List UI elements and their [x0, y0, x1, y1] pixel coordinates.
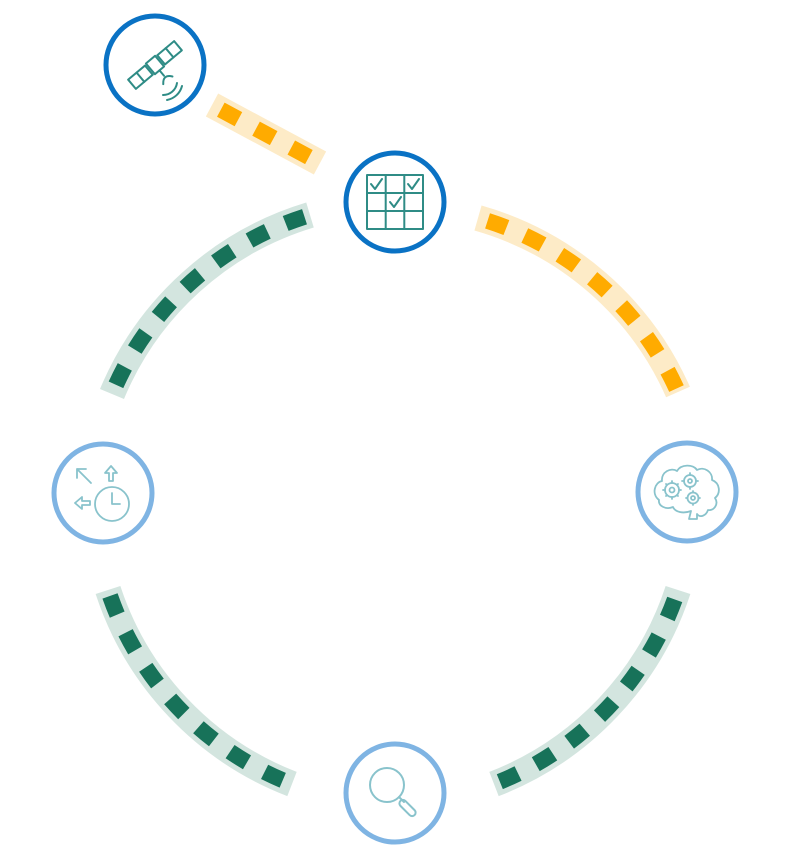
brain-gears-node [635, 440, 739, 544]
satellite-icon [127, 40, 183, 101]
brain-gears-icon [653, 464, 720, 520]
magnifier-icon [369, 767, 417, 818]
connector-brain-to-magnifier [489, 585, 691, 797]
satellite-node [103, 13, 207, 117]
grid-checklist-icon [366, 174, 424, 230]
connector-satellite-to-grid [205, 93, 327, 175]
clock-arrows-icon [74, 465, 130, 522]
connector-clock-to-grid [99, 202, 314, 400]
grid-checklist-node [343, 150, 447, 254]
connector-grid-to-brain [474, 205, 690, 398]
connector-magnifier-to-clock [95, 585, 297, 797]
magnifier-node [343, 741, 447, 845]
clock-arrows-node [51, 441, 155, 545]
